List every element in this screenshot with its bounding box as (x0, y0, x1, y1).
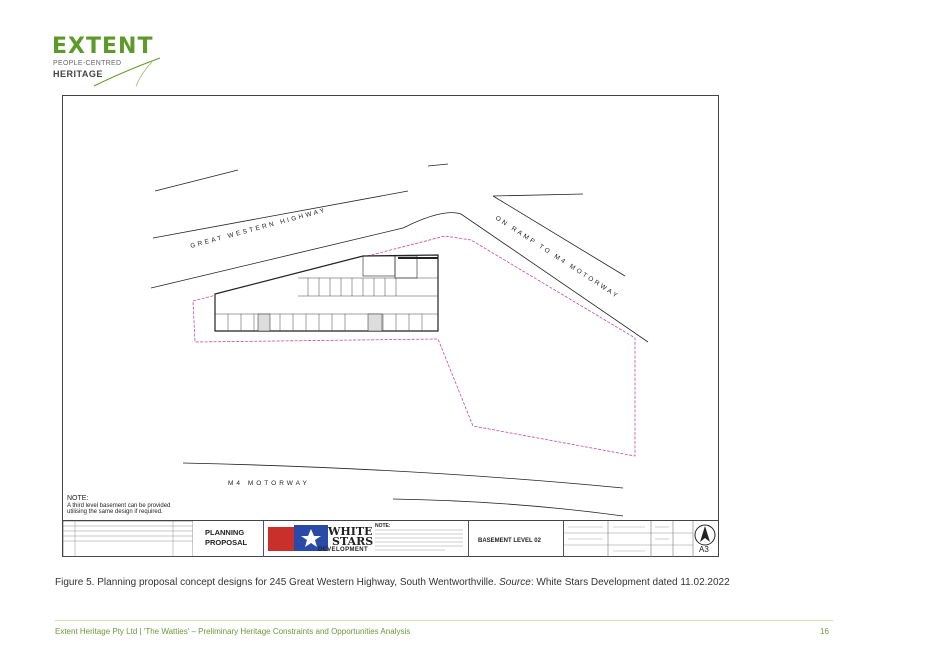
lift-core (394, 255, 418, 279)
road-edge (150, 227, 404, 289)
title-cell (193, 521, 264, 557)
road-label-great-western: GREAT WESTERN HIGHWAY (190, 207, 328, 250)
logo-white: WHITE (328, 525, 373, 538)
note-line: utilising the same design if required. (67, 509, 163, 515)
logo-tagline-heritage: HERITAGE (53, 69, 103, 79)
revision-table (63, 521, 193, 557)
figure-caption: Figure 5. Planning proposal concept desi… (55, 577, 730, 588)
basement-outline (214, 254, 439, 332)
site-plan-drawing: GREAT WESTERN HIGHWAY ON RAMP TO M4 MOTO… (62, 95, 719, 557)
project-info-grid (563, 521, 716, 557)
logo-swoosh-icon (93, 57, 161, 87)
drawing-title-cell (468, 521, 564, 557)
road-label-m4: M4 MOTORWAY (228, 480, 310, 487)
road-edge (182, 462, 624, 489)
site-boundary (192, 235, 636, 457)
road-label-on-ramp: ON RAMP TO M4 MOTORWAY (494, 215, 621, 301)
notes-label: NOTE: (375, 523, 391, 529)
sheet-size: A3 (699, 545, 709, 554)
road-edge (427, 163, 449, 167)
parking-bays-top (298, 277, 438, 297)
stair-core (367, 313, 383, 332)
road-edge (402, 212, 649, 343)
logo-brand: EXTENT (52, 34, 154, 59)
extent-logo: EXTENT PEOPLE-CENTRED HERITAGE (52, 32, 162, 94)
road-edge (492, 193, 584, 197)
logo-development: DEVELOPMENT (318, 547, 369, 553)
page-number: 16 (820, 627, 829, 636)
proposal-line: PROPOSAL (205, 538, 248, 547)
notes-text-lines (375, 529, 463, 551)
note-line: A third level basement can be provided (67, 502, 171, 509)
note-heading: NOTE: (67, 495, 89, 502)
planning-proposal-label: PLANNING PROPOSAL (205, 528, 247, 548)
logo-stars: STARS (332, 535, 374, 548)
road-edge (154, 169, 239, 192)
site-plan-svg: GREAT WESTERN HIGHWAY ON RAMP TO M4 MOTO… (150, 163, 649, 517)
drawing-note: NOTE: A third level basement can be prov… (67, 495, 171, 516)
white-stars-logo: WHITE STARS DEVELOPMENT (268, 523, 374, 555)
caption-text: Figure 5. Planning proposal concept desi… (55, 577, 500, 588)
road-edge (492, 195, 626, 277)
title-block: PLANNING PROPOSAL WHITE STARS DEVELOPMEN… (63, 520, 718, 557)
road-edge (152, 190, 409, 239)
footer-rule (55, 620, 833, 621)
stair-core (257, 313, 271, 332)
notes-cell (373, 521, 469, 557)
caption-source: : White Stars Development dated 11.02.20… (530, 577, 730, 588)
white-stars-emblem-icon (268, 525, 328, 551)
logo-tagline: PEOPLE-CENTRED (53, 60, 122, 67)
footer-text: Extent Heritage Pty Ltd | 'The Watties' … (55, 627, 411, 636)
planning-line: PLANNING (205, 528, 245, 537)
caption-source-label: Source (499, 577, 531, 588)
drawing-title: BASEMENT LEVEL 02 (478, 538, 541, 544)
road-edge (392, 498, 624, 517)
